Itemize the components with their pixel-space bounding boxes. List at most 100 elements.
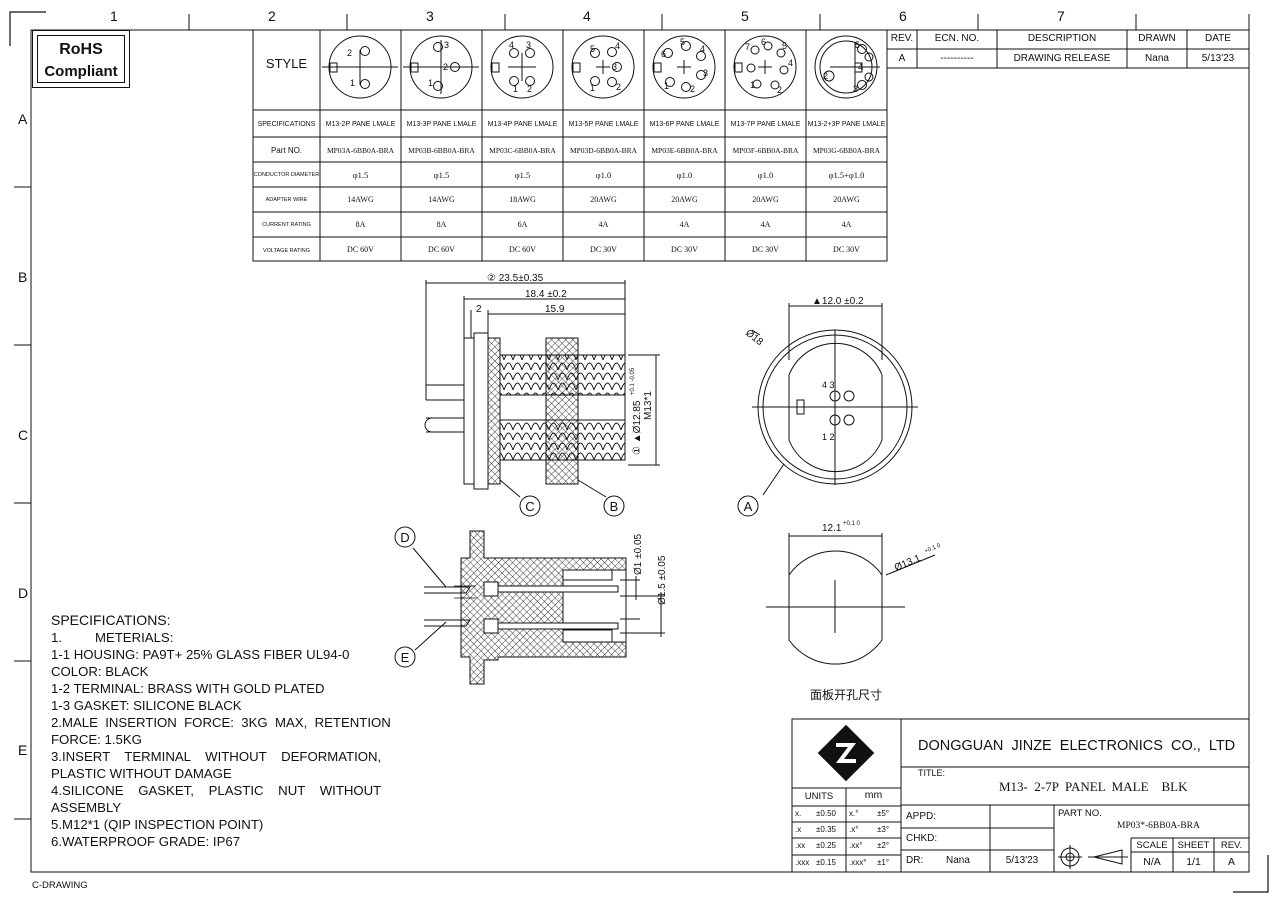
cell-spec: M13-4P PANE LMALE: [487, 121, 558, 128]
svg-text:2: 2: [823, 71, 828, 81]
row-letter: C: [18, 427, 29, 443]
cell-current: 4A: [841, 220, 852, 229]
svg-text:4: 4: [858, 62, 863, 72]
rohs-line2: Compliant: [44, 63, 118, 80]
face-5p: [571, 35, 635, 99]
row-label-voltage: VOLTAGE RATING: [262, 248, 311, 254]
spec-line: PLASTIC WITHOUT DAMAGE: [51, 766, 232, 781]
cell-part: MP03D-6BB0A-BRA: [569, 146, 638, 155]
dr-date: 5/13'23: [1005, 855, 1039, 866]
row-label-part: Part NO.: [270, 146, 303, 155]
tol-val: ±0.35: [816, 825, 836, 834]
rev-label: REV.: [1220, 840, 1243, 851]
sheet-label: SHEET: [1177, 840, 1210, 851]
rev-header-ecn: ECN. NO.: [934, 33, 980, 44]
col-number: 6: [899, 8, 907, 24]
svg-text:2: 2: [777, 85, 782, 95]
col-number: 5: [741, 8, 749, 24]
style-label: STYLE: [265, 56, 308, 71]
drawing-title: M13- 2-7P PANEL MALE BLK: [999, 779, 1188, 794]
spec-line: 2.MALE INSERTION FORCE: 3KG MAX, RETENTI…: [51, 715, 391, 730]
svg-text:2: 2: [527, 84, 532, 94]
dim-cut-width: 12.1: [822, 523, 842, 534]
svg-text:2: 2: [616, 82, 621, 92]
cell-part: MP03F-6BB0A-BRA: [732, 146, 799, 155]
cell-cond: φ1.0: [595, 170, 612, 180]
cell-voltage: DC 60V: [347, 245, 374, 254]
face-7p: [733, 35, 797, 99]
svg-text:5: 5: [855, 40, 860, 50]
svg-text:3: 3: [612, 62, 617, 72]
col-number: 1: [110, 8, 118, 24]
row-label-cond: CONDUCTOR DIAMETER: [253, 172, 320, 178]
row-label-spec: SPECIFICATIONS: [257, 121, 316, 128]
rev-header-description: DESCRIPTION: [1027, 33, 1097, 44]
dim-face-width: ▲12.0 ±0.2: [812, 296, 864, 307]
dr-label: DR:: [906, 855, 924, 866]
cell-cond: φ1.5+φ1.0: [828, 170, 865, 180]
rev-header-date: DATE: [1205, 33, 1231, 44]
svg-text:1: 1: [750, 80, 755, 90]
scale-label: SCALE: [1136, 840, 1168, 851]
tol-val: ±5°: [877, 809, 890, 818]
svg-text:3: 3: [444, 40, 449, 50]
specifications-block: SPECIFICATIONS: 1. METERIALS: 1-1 HOUSIN…: [51, 612, 396, 850]
company-logo: [817, 724, 875, 782]
svg-text:3: 3: [853, 84, 858, 94]
spec-line: COLOR: BLACK: [51, 664, 149, 679]
cell-cond: φ1.5: [433, 170, 450, 180]
cutout-caption: 面板开孔尺寸: [810, 688, 883, 702]
chkd-label: CHKD:: [906, 833, 938, 844]
cell-spec: M13-2P PANE LMALE: [325, 121, 396, 128]
cell-wire: 20AWG: [671, 195, 698, 204]
tol-val: ±0.25: [816, 841, 836, 850]
dim-dia-tol: +0.1 -0.05: [630, 367, 636, 395]
cell-wire: 20AWG: [752, 195, 779, 204]
dim-cut-width-tol: +0.1 0: [843, 521, 861, 527]
row-letter: D: [18, 585, 29, 601]
rev-row-date: 5/13'23: [1201, 53, 1235, 64]
cell-cond: φ1.0: [676, 170, 693, 180]
row-label-wire: ADAPTER WIRE: [265, 197, 308, 203]
company-name: DONGGUAN JINZE ELECTRONICS CO., LTD: [918, 738, 1236, 754]
rev-value: A: [1227, 856, 1235, 868]
dim-body: 18.4 ±0.2: [525, 289, 567, 300]
specifications-title: SPECIFICATIONS:: [51, 612, 171, 628]
cell-part: MP03G-6BB0A-BRA: [812, 146, 881, 155]
cell-voltage: DC 30V: [590, 245, 617, 254]
svg-text:2: 2: [347, 48, 352, 58]
spec-line: 6.WATERPROOF GRADE: IP67: [51, 834, 241, 849]
row-letter: A: [18, 111, 28, 127]
svg-text:4: 4: [700, 44, 705, 54]
dim-pin-dia2: Ø1.5 ±0.05: [657, 555, 668, 605]
dim-pin-dia1: Ø1 ±0.05: [633, 533, 644, 575]
dim-overall: ② 23.5±0.35: [487, 273, 544, 284]
svg-text:2: 2: [443, 62, 448, 72]
face-4p: [490, 35, 554, 99]
footer-code: C-DRAWING: [32, 880, 88, 891]
svg-text:4: 4: [788, 58, 793, 68]
spec-line: 5.M12*1 (QIP INSPECTION POINT): [51, 817, 264, 832]
spec-line: 1-1 HOUSING: PA9T+ 25% GLASS FIBER UL94-…: [51, 647, 350, 662]
svg-text:4: 4: [615, 41, 620, 51]
col-number: 2: [268, 8, 276, 24]
callout-a: A: [744, 499, 753, 514]
sheet-value: 1/1: [1186, 856, 1201, 868]
col-number: 3: [426, 8, 434, 24]
row-label-current: CURRENT RATING: [262, 222, 311, 228]
tol-key: .xxx: [795, 858, 810, 867]
svg-text:5: 5: [590, 44, 595, 54]
tol-val: ±1°: [877, 858, 890, 867]
part-no: MP03*-6BB0A-BRA: [1117, 821, 1200, 831]
cell-spec: M13-2+3P PANE LMALE: [807, 121, 886, 128]
cell-current: 4A: [598, 220, 609, 229]
cell-voltage: DC 60V: [509, 245, 536, 254]
svg-text:3: 3: [703, 68, 708, 78]
dim-thread: 15.9: [545, 304, 565, 315]
row-letter: B: [18, 269, 28, 285]
